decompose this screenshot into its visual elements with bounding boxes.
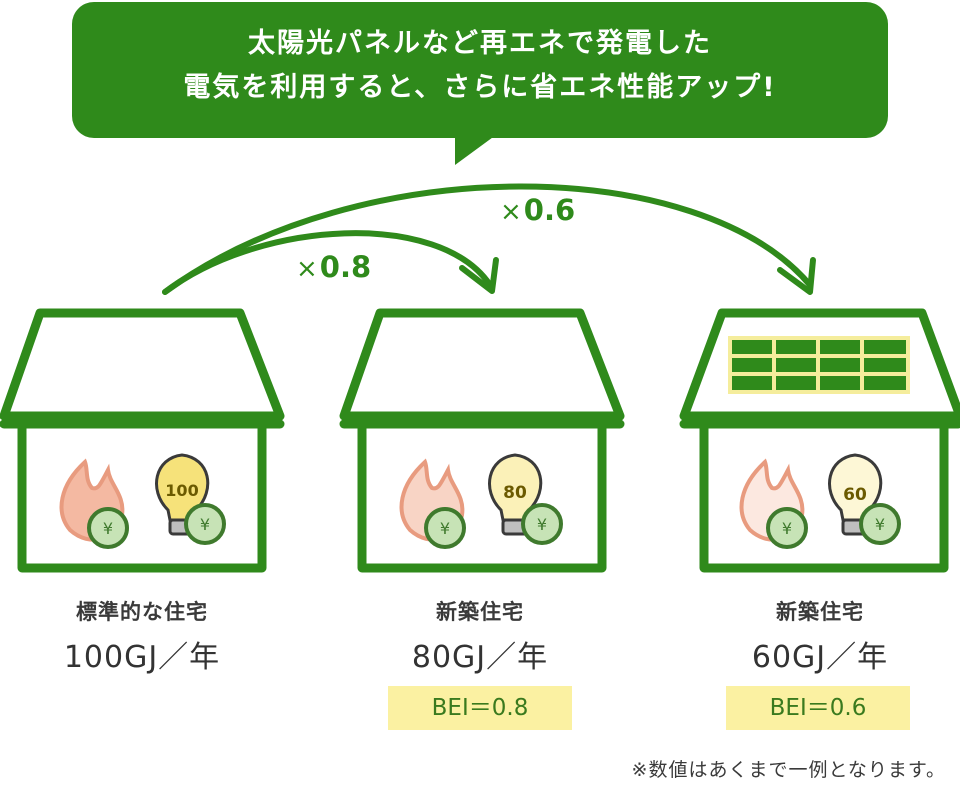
- house-2-bei: BEI＝0.8: [388, 686, 572, 730]
- multiplier-value: 0.8: [319, 250, 372, 284]
- arrows: [162, 183, 816, 295]
- house-3: 60 ¥ ¥: [679, 308, 960, 573]
- yen-symbol: ¥: [103, 519, 113, 538]
- multiply-sign: ×: [296, 254, 318, 284]
- yen-coin-icon: [87, 507, 129, 549]
- footnote: ※数値はあくまで一例となります。: [631, 759, 946, 781]
- multiply-sign: ×: [500, 197, 522, 227]
- house-roof: [339, 308, 625, 421]
- house-1-value: 100GJ／年: [63, 640, 221, 675]
- house-1-title: 標準的な住宅: [76, 600, 208, 624]
- house-1: 100 ¥ ¥: [0, 308, 285, 573]
- multiplier-0-8: ×0.8: [296, 250, 371, 284]
- solar-panel: [728, 336, 910, 394]
- house-3-value: 60GJ／年: [751, 640, 889, 675]
- house-body: [17, 424, 267, 573]
- house-body: [357, 424, 607, 573]
- arrow-to-house3: [162, 183, 813, 295]
- yen-symbol: ¥: [200, 515, 210, 534]
- header-line-1: 太陽光パネルなど再エネで発電した: [248, 28, 712, 59]
- yen-coin-icon: [184, 503, 226, 545]
- multiplier-value: 0.6: [523, 193, 576, 227]
- house-roof: [0, 308, 285, 421]
- bulb-value: 80: [503, 483, 527, 503]
- house-3-bei: BEI＝0.6: [726, 686, 910, 730]
- yen-symbol: ¥: [782, 519, 792, 538]
- yen-symbol: ¥: [537, 515, 547, 534]
- house-3-title: 新築住宅: [776, 600, 864, 624]
- house-2-value: 80GJ／年: [411, 640, 549, 675]
- header-message: 太陽光パネルなど再エネで発電した 電気を利用すると、さらに省エネ性能アップ!: [72, 22, 888, 110]
- yen-symbol: ¥: [440, 519, 450, 538]
- house-2: 80 ¥ ¥: [339, 308, 625, 573]
- house-2-title: 新築住宅: [436, 600, 524, 624]
- yen-coin-icon: [424, 507, 466, 549]
- bulb-value: 60: [843, 485, 867, 505]
- bulb-icon: 100: [155, 453, 210, 536]
- bulb-icon: 80: [488, 453, 543, 536]
- multiplier-0-6: ×0.6: [500, 193, 575, 227]
- bulb-value: 100: [165, 481, 198, 500]
- yen-coin-icon: [859, 503, 901, 545]
- house-body: [699, 424, 949, 573]
- yen-coin-icon: [766, 507, 808, 549]
- yen-coin-icon: [521, 503, 563, 545]
- yen-symbol: ¥: [875, 515, 885, 534]
- speech-bubble: [72, 2, 888, 165]
- header-line-2: 電気を利用すると、さらに省エネ性能アップ!: [183, 72, 777, 103]
- arrow-head-house2: [459, 257, 499, 294]
- arrow-head-house3: [777, 257, 816, 295]
